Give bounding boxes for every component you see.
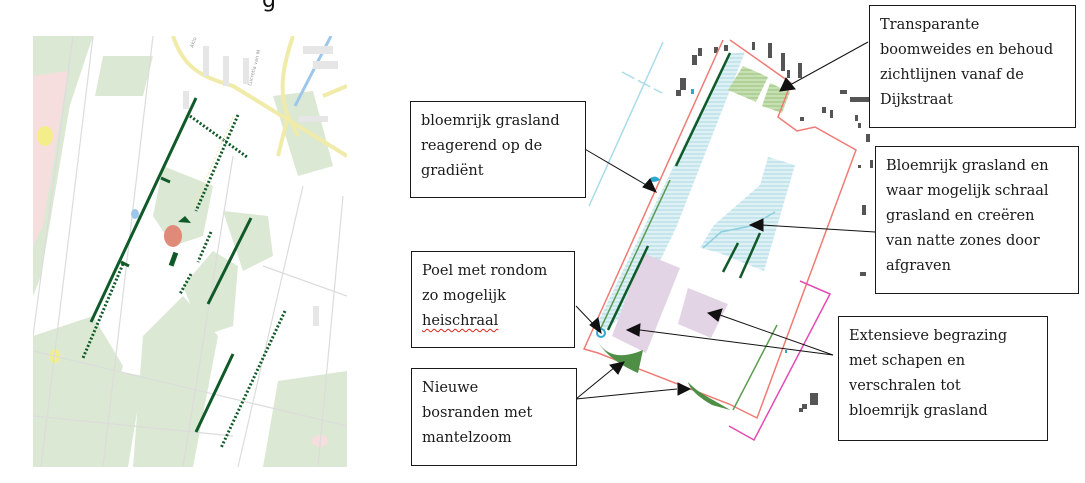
callout-line: Bloemrijk grasland en bbox=[886, 158, 1049, 174]
green-hatched-field-1 bbox=[728, 66, 768, 102]
main-roads bbox=[171, 36, 347, 158]
arrowhead-bloemrijk-gradient-icon bbox=[642, 178, 657, 193]
callout-transparante: Transparante boomweides en behoud zichtl… bbox=[869, 5, 1076, 128]
arrowhead-extensieve-1-icon bbox=[625, 323, 641, 337]
callout-line: bloemrijk grasland bbox=[849, 403, 988, 419]
blue-hatched-strip bbox=[598, 52, 745, 330]
callout-poel: Poel met rondom zo mogelijk heischraal bbox=[411, 251, 575, 348]
pool bbox=[596, 328, 606, 338]
callout-line: met schapen en bbox=[849, 353, 966, 369]
callout-line: van natte zones door bbox=[886, 233, 1040, 249]
callout-line: reagerend op de bbox=[421, 138, 543, 154]
callout-line-spellcheck: heischraal bbox=[422, 313, 499, 329]
dotted-hedges bbox=[81, 114, 287, 449]
hedge-block bbox=[168, 251, 179, 267]
arrowhead-bloemrijk-natte-icon bbox=[748, 218, 764, 232]
street-label: Aklo bbox=[189, 37, 198, 49]
arrow-extensieve-1 bbox=[639, 329, 834, 356]
solid-hedges bbox=[89, 97, 253, 433]
callout-line: gradiënt bbox=[421, 163, 484, 179]
paths bbox=[33, 36, 347, 467]
small-pond bbox=[649, 176, 660, 182]
project-boundary bbox=[582, 39, 857, 420]
callout-line: afgraven bbox=[886, 258, 951, 274]
callout-bloemrijk-natte: Bloemrijk grasland en waar mogelijk schr… bbox=[875, 146, 1079, 294]
arrow-transparante bbox=[789, 41, 869, 86]
bosrand-symbol bbox=[178, 216, 191, 223]
purple-grazing-area-1 bbox=[612, 253, 680, 353]
buildings bbox=[183, 46, 338, 326]
callout-line: Nieuwe bbox=[422, 380, 479, 396]
callout-line: Dijkstraat bbox=[880, 92, 953, 108]
boundary-magenta bbox=[728, 280, 832, 442]
green-edge-lines bbox=[599, 179, 778, 411]
buildings bbox=[676, 42, 873, 412]
purple-grazing-area-2 bbox=[678, 288, 728, 338]
callout-line: boomweides en behoud bbox=[880, 42, 1054, 58]
cropped-title-fragment: g bbox=[262, 0, 276, 13]
arrow-bloemrijk-natte bbox=[761, 224, 876, 233]
callout-extensieve: Extensieve begrazing met schapen en vers… bbox=[838, 316, 1048, 441]
callout-line: waar mogelijk schraal bbox=[886, 183, 1049, 199]
arrowhead-bosranden-2-icon bbox=[677, 382, 692, 396]
location-marker bbox=[164, 225, 182, 247]
arrow-extensieve-2 bbox=[719, 314, 834, 356]
callout-bosranden: Nieuwe bosranden met mantelzoom bbox=[411, 368, 577, 466]
pink-area bbox=[33, 71, 68, 246]
water-dot bbox=[785, 350, 787, 353]
bosrand-1 bbox=[597, 340, 643, 373]
callout-line: mantelzoom bbox=[422, 430, 512, 446]
yellow-spot bbox=[37, 126, 53, 146]
arrowhead-poel-icon bbox=[589, 317, 602, 335]
callout-line: Transparante bbox=[880, 17, 980, 33]
callout-line: bosranden met bbox=[422, 405, 533, 421]
dotted-hedge-yellow bbox=[192, 116, 234, 209]
watercourse-lines bbox=[588, 41, 664, 207]
arrowhead-transparante-icon bbox=[779, 77, 796, 92]
callout-line: verschralen tot bbox=[849, 378, 961, 394]
callout-line: zo mogelijk bbox=[422, 288, 506, 304]
arrow-bosranden-1 bbox=[575, 366, 616, 400]
pond bbox=[131, 209, 139, 219]
arrowhead-extensieve-2-icon bbox=[706, 308, 723, 322]
callout-arrows bbox=[575, 41, 876, 400]
callout-bloemrijk-gradient: bloemrijk grasland reagerend op de gradi… bbox=[410, 101, 586, 198]
callout-line: zichtlijnen vanaf de bbox=[880, 67, 1024, 83]
left-overview-map: Aklo Lucretia van M bbox=[33, 36, 347, 467]
arrow-bloemrijk-gradient bbox=[582, 147, 649, 187]
hedges bbox=[606, 52, 762, 331]
callout-line: Poel met rondom bbox=[422, 263, 548, 279]
arrow-bosranden-2 bbox=[575, 388, 678, 400]
callout-line: grasland en creëren bbox=[886, 208, 1035, 224]
arrowhead-bosranden-1-icon bbox=[609, 361, 625, 375]
water-dot bbox=[691, 89, 694, 94]
blue-hatched-field bbox=[700, 157, 795, 271]
callout-line: Extensieve begrazing bbox=[849, 328, 1008, 344]
callout-line: bloemrijk grasland bbox=[421, 113, 560, 129]
